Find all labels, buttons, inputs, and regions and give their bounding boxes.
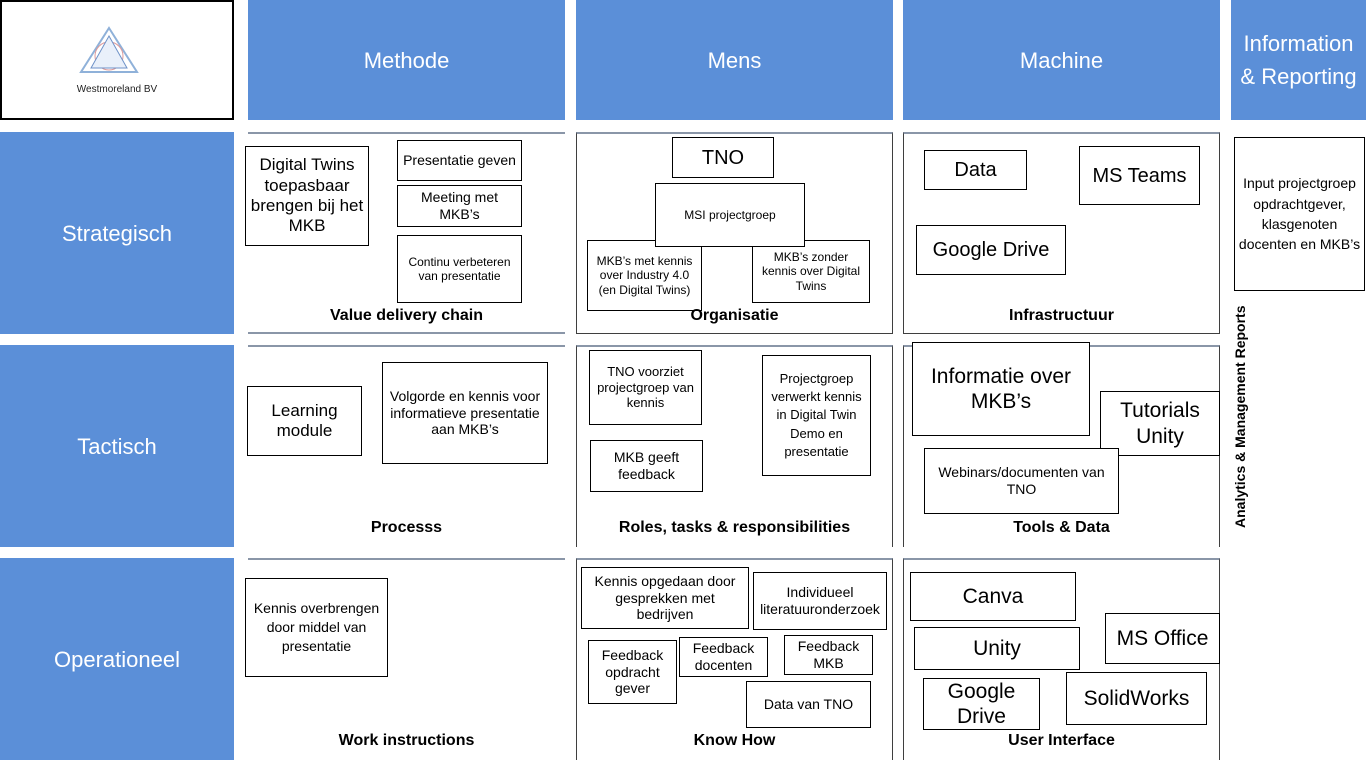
label-value-delivery-chain: Value delivery chain — [330, 307, 483, 324]
label-roles-tasks-responsibilities: Roles, tasks & responsibilities — [618, 519, 851, 536]
box-data-van-tno: Data van TNO — [746, 681, 871, 728]
box-tno: TNO — [672, 137, 774, 178]
label-user-interface: User Interface — [1008, 732, 1115, 749]
box-feedback-mkb: Feedback MKB — [784, 635, 873, 675]
label-processs: Processs — [370, 519, 443, 536]
box-canva: Canva — [910, 572, 1076, 621]
box-solidworks: SolidWorks — [1066, 672, 1207, 725]
column-header-methode: Methode — [248, 0, 565, 120]
box-tno-voorziet: TNO voorziet projectgroep van kennis — [589, 350, 702, 425]
company-name: Westmoreland BV — [76, 84, 158, 95]
logo-area: Westmoreland BV — [0, 0, 234, 120]
box-presentatie-geven: Presentatie geven — [397, 140, 522, 181]
box-kennis-overbrengen: Kennis overbrengen door middel van prese… — [245, 578, 388, 677]
box-volgorde-en-kennis: Volgorde en kennis voor informatieve pre… — [382, 362, 548, 464]
box-input-projectgroep: Input projectgroep opdrachtgever, klasge… — [1234, 137, 1365, 291]
company-logo-icon — [79, 26, 139, 73]
box-digital-twins-toepasbaar: Digital Twins toepasbaar brengen bij het… — [245, 146, 369, 246]
column-header-information-reporting: Information & Reporting — [1231, 0, 1366, 120]
box-continu-verbeteren: Continu verbeteren van presentatie — [397, 235, 522, 303]
box-ms-office: MS Office — [1105, 613, 1220, 664]
box-informatie-over-mkbs: Informatie over MKB’s — [912, 342, 1090, 436]
box-unity: Unity — [914, 627, 1080, 670]
label-infrastructuur: Infrastructuur — [1009, 307, 1114, 324]
box-individueel-literatuuronderzoek: Individueel literatuuronderzoek — [753, 572, 887, 630]
column-header-mens: Mens — [576, 0, 893, 120]
box-google-drive-ui: Google Drive — [923, 678, 1040, 730]
box-feedback-opdrachtgever: Feedback opdracht gever — [588, 640, 677, 704]
label-organisatie: Organisatie — [690, 307, 779, 324]
box-kennis-opgedaan: Kennis opgedaan door gesprekken met bedr… — [581, 567, 749, 629]
row-header-strategisch: Strategisch — [0, 132, 234, 334]
box-webinars-documenten: Webinars/documenten van TNO — [924, 448, 1119, 514]
row-header-operationeel: Operationeel — [0, 558, 234, 760]
label-work-instructions: Work instructions — [338, 732, 475, 749]
box-data: Data — [924, 150, 1027, 190]
label-analytics-management-reports: Analytics & Management Reports — [1232, 305, 1248, 529]
box-meeting-met-mkbs: Meeting met MKB’s — [397, 185, 522, 227]
box-mkb-geeft-feedback: MKB geeft feedback — [590, 440, 703, 492]
box-msi-projectgroep: MSI projectgroep — [655, 183, 805, 247]
label-tools-data: Tools & Data — [1013, 519, 1110, 536]
box-feedback-docenten: Feedback docenten — [679, 637, 768, 677]
box-learning-module: Learning module — [247, 386, 362, 456]
box-projectgroep-verwerkt: Projectgroep verwerkt kennis in Digital … — [762, 355, 871, 476]
box-ms-teams: MS Teams — [1079, 146, 1200, 205]
label-know-how: Know How — [693, 732, 776, 749]
box-tutorials-unity: Tutorials Unity — [1100, 391, 1220, 456]
box-google-drive: Google Drive — [916, 225, 1066, 275]
box-mkbs-met-kennis: MKB’s met kennis over Industry 4.0 (en D… — [587, 240, 702, 311]
box-mkbs-zonder-kennis: MKB’s zonder kennis over Digital Twins — [752, 240, 870, 303]
row-header-tactisch: Tactisch — [0, 345, 234, 547]
column-header-machine: Machine — [903, 0, 1220, 120]
